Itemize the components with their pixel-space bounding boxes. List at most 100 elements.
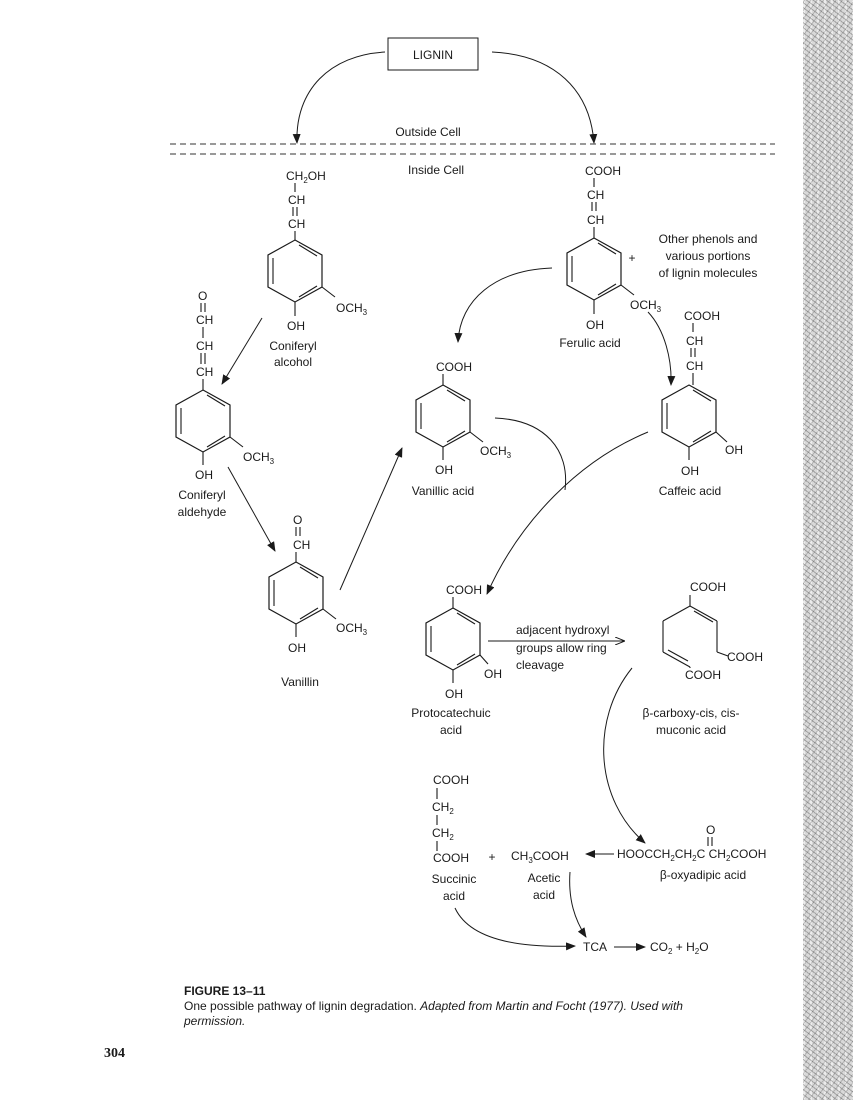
svg-text:CH: CH <box>686 359 703 373</box>
oxyadipic-acid: O HOOCCH2CH2C CH2COOH β-oxyadipic acid <box>617 823 766 882</box>
lignin-to-left-arrow <box>292 51 386 144</box>
tca-label: TCA <box>583 940 607 954</box>
scanned-page-edge <box>803 0 853 1100</box>
acetic-to-tca-arrow <box>569 871 587 938</box>
figure-caption: FIGURE 13–11 One possible pathway of lig… <box>184 984 744 1029</box>
other-phenols-line-3: of lignin molecules <box>659 266 758 280</box>
succinic-acid: COOH CH2 CH2 COOH Succinic acid <box>432 773 477 903</box>
lignin-box: LIGNIN <box>387 37 479 71</box>
svg-text:COOH: COOH <box>433 851 469 865</box>
caption-text: One possible pathway of lignin degradati… <box>184 999 421 1013</box>
acetic-acid: CH3COOH Acetic acid <box>511 849 569 902</box>
svg-text:COOH: COOH <box>727 650 763 664</box>
ch2oh-group: CH2OH <box>286 169 326 185</box>
svg-text:OH: OH <box>681 464 699 478</box>
caption-credit: Adapted from Martin and Focht (1977). Us… <box>184 999 683 1028</box>
ferulic-to-vanillic-arrow <box>454 267 553 343</box>
svg-text:O: O <box>706 823 715 837</box>
alcohol-to-aldehyde-arrow <box>221 317 263 385</box>
caffeic-acid: COOH CH CH OH OH Caffeic acid <box>659 309 743 498</box>
svg-text:CH: CH <box>587 213 604 227</box>
svg-text:CH: CH <box>196 339 213 353</box>
svg-text:CH: CH <box>196 365 213 379</box>
lignin-to-right-arrow <box>491 51 598 144</box>
figure-number: FIGURE 13–11 <box>184 984 266 998</box>
oxyadipic-formula: HOOCCH2CH2C CH2COOH <box>617 847 766 863</box>
outside-cell-label: Outside Cell <box>395 125 460 139</box>
oxyadipic-label: β-oxyadipic acid <box>660 868 746 882</box>
svg-text:COOH: COOH <box>585 164 621 178</box>
coniferyl-aldehyde-label-1: Coniferyl <box>178 488 225 502</box>
svg-text:CH: CH <box>288 193 305 207</box>
svg-text:OH: OH <box>445 687 463 701</box>
inside-cell-label: Inside Cell <box>408 163 464 177</box>
svg-text:CH: CH <box>293 538 310 552</box>
plus-sign-phenols: + <box>628 251 635 265</box>
caffeic-acid-label: Caffeic acid <box>659 484 721 498</box>
acetic-label-1: Acetic <box>528 871 561 885</box>
svg-text:CH2: CH2 <box>432 826 454 842</box>
svg-text:OCH3: OCH3 <box>336 621 368 637</box>
och3-group: OCH3 <box>336 301 368 317</box>
final-products: CO2 + H2O <box>650 940 709 956</box>
other-phenols-line-1: Other phenols and <box>659 232 758 246</box>
svg-text:CH2: CH2 <box>432 800 454 816</box>
caffeic-to-protocatechuic-arrow <box>486 431 649 595</box>
svg-text:COOH: COOH <box>690 580 726 594</box>
svg-text:OCH3: OCH3 <box>243 450 275 466</box>
coniferyl-aldehyde: O CH CH CH OCH3 OH Coniferyl aldehyde <box>175 289 275 519</box>
coniferyl-alcohol: CH2OH CH CH OCH3 OH Coniferyl alcohol <box>267 169 368 369</box>
svg-text:CH: CH <box>587 188 604 202</box>
svg-text:OH: OH <box>195 468 213 482</box>
coniferyl-aldehyde-label-2: aldehyde <box>178 505 227 519</box>
ring-cleavage-note-2: groups allow ring <box>516 641 607 655</box>
svg-text:O: O <box>198 289 207 303</box>
other-phenols-line-2: various portions <box>666 249 751 263</box>
acetic-label-2: acid <box>533 888 555 902</box>
svg-text:OH: OH <box>435 463 453 477</box>
vanillin-to-vanillic-arrow <box>339 447 403 591</box>
vanillic-acid: COOH OCH3 OH Vanillic acid <box>412 360 512 498</box>
svg-text:COOH: COOH <box>436 360 472 374</box>
carboxy-muconic-label-2: muconic acid <box>656 723 726 737</box>
svg-text:OH: OH <box>287 319 305 333</box>
svg-text:COOH: COOH <box>684 309 720 323</box>
succinic-label-1: Succinic <box>432 872 477 886</box>
svg-text:OH: OH <box>725 443 743 457</box>
vanillic-to-protocatechuic-arrow <box>494 417 567 491</box>
svg-text:OH: OH <box>484 667 502 681</box>
plus-sign-succinic: + <box>488 850 495 864</box>
ring-cleavage-note-3: cleavage <box>516 658 564 672</box>
carboxy-muconic-label-1: β-carboxy-cis, cis- <box>643 706 740 720</box>
svg-text:CH: CH <box>196 313 213 327</box>
coniferyl-alcohol-label-1: Coniferyl <box>269 339 316 353</box>
svg-text:CH: CH <box>686 334 703 348</box>
lignin-label: LIGNIN <box>413 48 453 62</box>
succinic-label-2: acid <box>443 889 465 903</box>
ferulic-acid-label: Ferulic acid <box>559 336 620 350</box>
svg-text:OH: OH <box>288 641 306 655</box>
svg-text:COOH: COOH <box>446 583 482 597</box>
vanillin: O CH OCH3 OH Vanillin <box>268 513 368 689</box>
ferulic-to-caffeic-arrow <box>647 311 676 386</box>
svg-text:O: O <box>293 513 302 527</box>
carboxy-muconic-acid: COOH COOH COOH β-carboxy-cis, cis- mucon… <box>643 580 763 737</box>
vanillin-label: Vanillin <box>281 675 319 689</box>
svg-text:CH: CH <box>288 217 305 231</box>
coniferyl-alcohol-label-2: alcohol <box>274 355 312 369</box>
lignin-degradation-diagram: LIGNIN Outside Cell Inside Cell CH2OH CH… <box>170 37 775 956</box>
succinic-to-tca-arrow <box>454 907 576 951</box>
svg-text:OCH3: OCH3 <box>480 444 512 460</box>
svg-text:OCH3: OCH3 <box>630 298 662 314</box>
muconic-to-oxyadipic-arrow <box>603 667 646 844</box>
protocatechuic-label-2: acid <box>440 723 462 737</box>
aldehyde-to-vanillin-arrow <box>227 466 276 552</box>
protocatechuic-acid: COOH OH OH Protocatechuic acid <box>411 583 502 737</box>
svg-text:COOH: COOH <box>685 668 721 682</box>
ferulic-acid: COOH CH CH OCH3 OH Ferulic acid <box>559 164 661 350</box>
svg-text:COOH: COOH <box>433 773 469 787</box>
vanillic-acid-label: Vanillic acid <box>412 484 474 498</box>
protocatechuic-label-1: Protocatechuic <box>411 706 490 720</box>
acetic-formula: CH3COOH <box>511 849 569 865</box>
page-number: 304 <box>104 1046 125 1061</box>
